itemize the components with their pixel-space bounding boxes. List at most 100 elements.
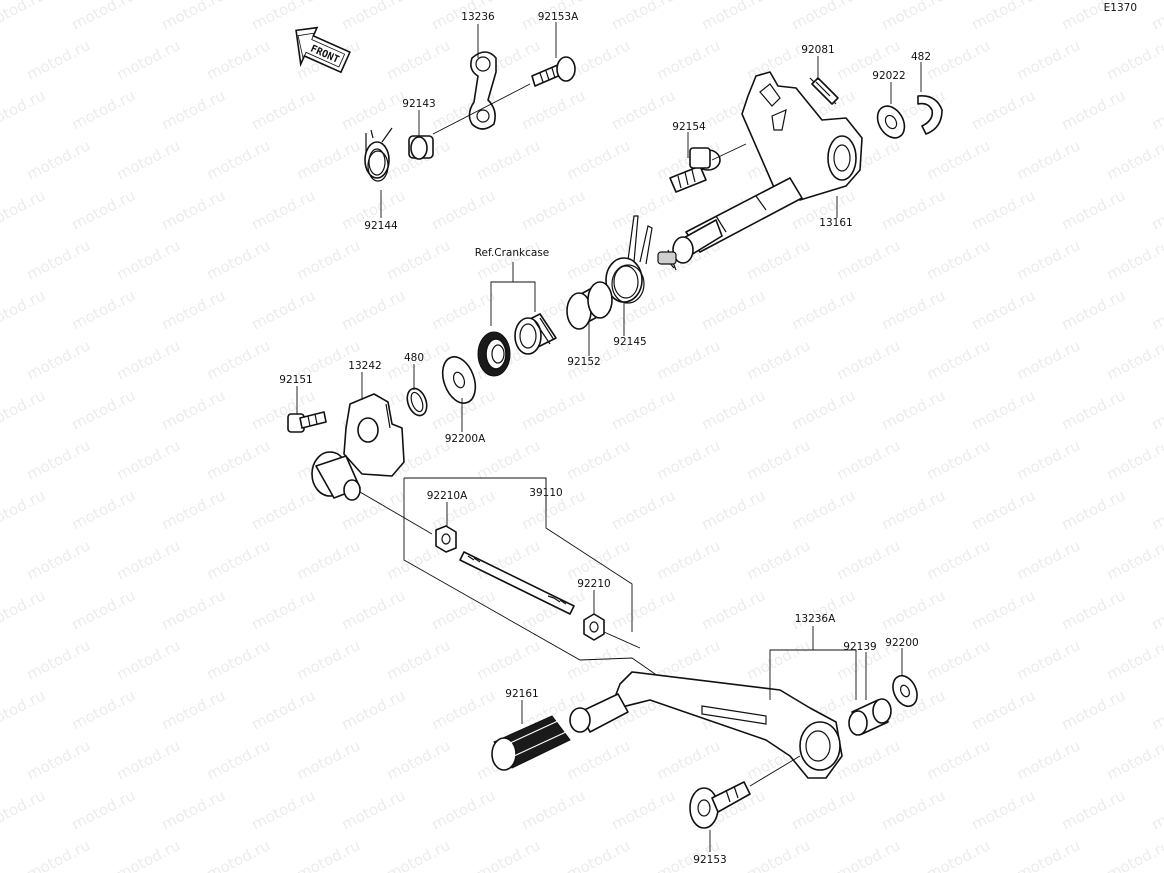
watermark-text: motod.ru [159,586,228,633]
watermark-text: motod.ru [24,336,93,383]
watermark-text: motod.ru [1104,736,1164,783]
watermark-text: motod.ru [744,636,813,683]
watermark-text: motod.ru [564,36,633,83]
watermark-text: motod.ru [789,586,858,633]
watermark-text: motod.ru [429,186,498,233]
watermark-text: motod.ru [0,236,3,283]
watermark-text: motod.ru [69,486,138,533]
watermark-text: motod.ru [1104,236,1164,283]
part-label-92153A: 92153A [538,11,579,23]
watermark-text: motod.ru [0,136,3,183]
watermark-text: motod.ru [744,336,813,383]
watermark-text: motod.ru [0,636,3,683]
watermark-text: motod.ru [204,236,273,283]
watermark-text: motod.ru [1149,0,1164,34]
watermark-text: motod.ru [159,86,228,133]
watermark-text: motod.ru [1149,486,1164,533]
watermark-text: motod.ru [114,736,183,783]
watermark-text: motod.ru [384,736,453,783]
watermark-text: motod.ru [474,836,543,873]
watermark-text: motod.ru [69,386,138,433]
part-label-92144: 92144 [364,220,398,232]
watermark-text: motod.ru [69,786,138,833]
part-label-482: 482 [911,51,931,63]
watermark-text: motod.ru [564,836,633,873]
watermark-text: motod.ru [744,436,813,483]
watermark-text: motod.ru [609,186,678,233]
part-label-92153: 92153 [693,854,726,866]
watermark-text: motod.ru [69,86,138,133]
part-label-92154: 92154 [672,121,706,133]
watermark-text: motod.ru [429,786,498,833]
watermark-text: motod.ru [159,486,228,533]
part-label-92145: 92145 [613,336,646,348]
washer-92200A [441,356,477,404]
watermark-text: motod.ru [1059,786,1128,833]
watermark-text: motod.ru [654,536,723,583]
watermark-text: motod.ru [294,636,363,683]
watermark-text: motod.ru [294,136,363,183]
watermark-text: motod.ru [609,786,678,833]
watermark-text: motod.ru [609,486,678,533]
watermark-text: motod.ru [834,536,903,583]
bolt-92154 [669,147,721,193]
watermark-text: motod.ru [1149,786,1164,833]
circlip-480 [406,387,428,417]
watermark-text: motod.ru [1059,186,1128,233]
watermark-text: motod.ru [249,86,318,133]
washer-92022 [876,105,906,139]
watermark-text: motod.ru [969,0,1038,34]
watermark-text: motod.ru [1059,686,1128,733]
watermark-text: motod.ru [114,536,183,583]
watermark-text: motod.ru [1059,386,1128,433]
watermark-text: motod.ru [474,636,543,683]
watermark-text: motod.ru [1149,186,1164,233]
watermark-text: motod.ru [609,386,678,433]
watermark-text: motod.ru [339,686,408,733]
watermark-text: motod.ru [339,286,408,333]
watermark-text: motod.ru [879,586,948,633]
watermark-text: motod.ru [1059,86,1128,133]
watermark-text: motod.ru [249,786,318,833]
watermark-text: motod.ru [699,486,768,533]
watermark-text: motod.ru [114,436,183,483]
watermark-text: motod.ru [339,0,408,34]
watermark-text: motod.ru [0,36,3,83]
watermark-text: motod.ru [609,0,678,34]
watermark-text: motod.ru [924,136,993,183]
watermark-text: motod.ru [0,186,48,233]
watermark-text: motod.ru [879,386,948,433]
watermark-text: motod.ru [1104,136,1164,183]
watermark-text: motod.ru [69,686,138,733]
watermark-text: motod.ru [609,586,678,633]
watermark-text: motod.ru [654,736,723,783]
watermark-text: motod.ru [159,0,228,34]
part-label-92210A: 92210A [427,490,468,502]
watermark-text: motod.ru [0,836,3,873]
part-label-13236A: 13236A [795,613,836,625]
watermark-text: motod.ru [204,136,273,183]
watermark-text: motod.ru [204,636,273,683]
watermark-text: motod.ru [204,736,273,783]
watermark-text: motod.ru [879,286,948,333]
watermark-text: motod.ru [789,386,858,433]
watermark-text: motod.ru [0,436,3,483]
part-label-480: 480 [404,352,424,364]
watermark-text: motod.ru [1104,436,1164,483]
watermark-text: motod.ru [1014,436,1083,483]
watermark-text: motod.ru [249,286,318,333]
watermark-text: motod.ru [789,486,858,533]
watermark-text: motod.ru [969,786,1038,833]
watermark-text: motod.ru [429,286,498,333]
watermark-text: motod.ru [0,386,48,433]
watermark-text: motod.ru [384,636,453,683]
watermark-text: motod.ru [294,536,363,583]
watermark-text: motod.ru [384,236,453,283]
watermark-text: motod.ru [0,536,3,583]
watermark-text: motod.ru [204,836,273,873]
watermark-text: motod.ru [474,136,543,183]
watermark-text: motod.ru [69,586,138,633]
pedal-rubber-92161 [491,711,571,771]
watermark-text: motod.ru [384,36,453,83]
